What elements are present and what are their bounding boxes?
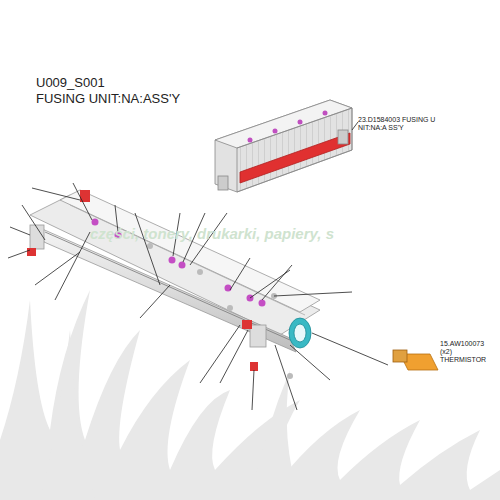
callout-number: 15.AW100073 (x2) THERMISTOR [440,340,496,364]
diagram-title: FUSING UNIT:NA:ASS'Y [36,92,180,107]
fuser-roller-exploded [30,190,320,352]
fusing-unit-assembly [215,100,352,192]
sheet-code: U009_S001 [36,76,105,91]
callout-number: 23.D1584003 FUSING UNIT:NA:A SS'Y [358,116,436,132]
watermark: części, tonery, drukarki, papiery, s [90,225,334,242]
leader-lines [8,122,388,410]
thermistor-part [393,350,438,370]
